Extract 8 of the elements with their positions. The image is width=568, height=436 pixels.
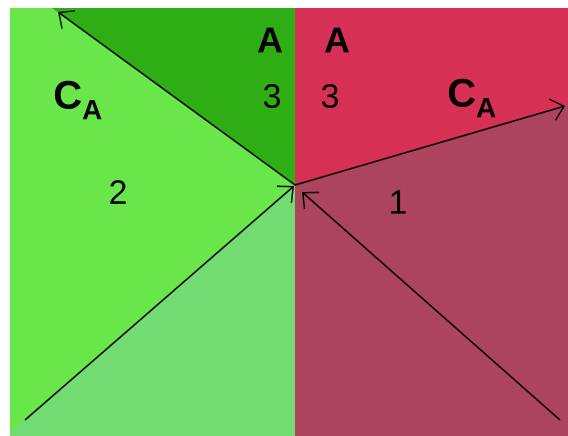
vector-label: C$_{A}$ bbox=[448, 78, 496, 118]
vector-label: C$_{A}$ bbox=[54, 80, 102, 120]
region-number: 3 bbox=[322, 84, 338, 108]
region-label: A bbox=[324, 28, 349, 52]
region-number: 2 bbox=[110, 180, 126, 204]
region-number: 3 bbox=[264, 84, 280, 108]
region-label: A bbox=[258, 28, 282, 52]
region-number: 1 bbox=[391, 190, 406, 214]
